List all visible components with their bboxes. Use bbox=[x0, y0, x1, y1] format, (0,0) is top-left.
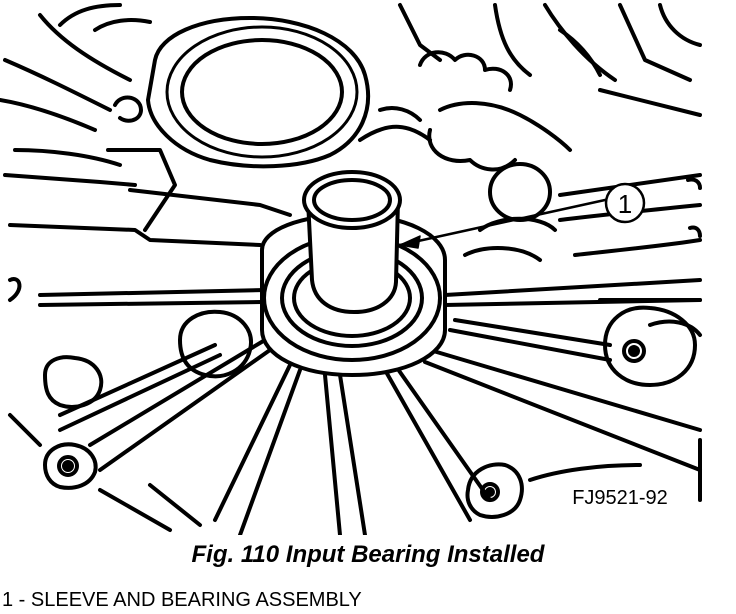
upper-bore bbox=[146, 16, 371, 169]
lower-center-bolt-boss bbox=[465, 438, 702, 519]
legend-text: SLEEVE AND BEARING ASSEMBLY bbox=[30, 589, 362, 611]
legend-item: 1 - SLEEVE AND BEARING ASSEMBLY bbox=[2, 589, 362, 612]
housing-upper-right bbox=[358, 3, 702, 172]
input-bearing-illustration: 1 FJ9521-92 bbox=[0, 3, 702, 535]
figure-caption: Fig. 110 Input Bearing Installed bbox=[191, 541, 545, 568]
lower-left-bolt-boss bbox=[8, 413, 202, 532]
right-bolt-boss bbox=[603, 305, 702, 387]
housing-upper-left-webs bbox=[0, 3, 152, 167]
housing-ribs bbox=[3, 95, 292, 247]
legend-separator: - bbox=[13, 589, 31, 611]
callout-leader bbox=[398, 198, 607, 249]
right-bosses bbox=[463, 162, 702, 302]
left-boss bbox=[8, 277, 253, 409]
figure-code: FJ9521-92 bbox=[572, 487, 668, 509]
callout-1 bbox=[604, 182, 646, 224]
sleeve bbox=[302, 170, 402, 314]
legend-number: 1 bbox=[2, 589, 14, 611]
callout-number: 1 bbox=[618, 189, 632, 219]
